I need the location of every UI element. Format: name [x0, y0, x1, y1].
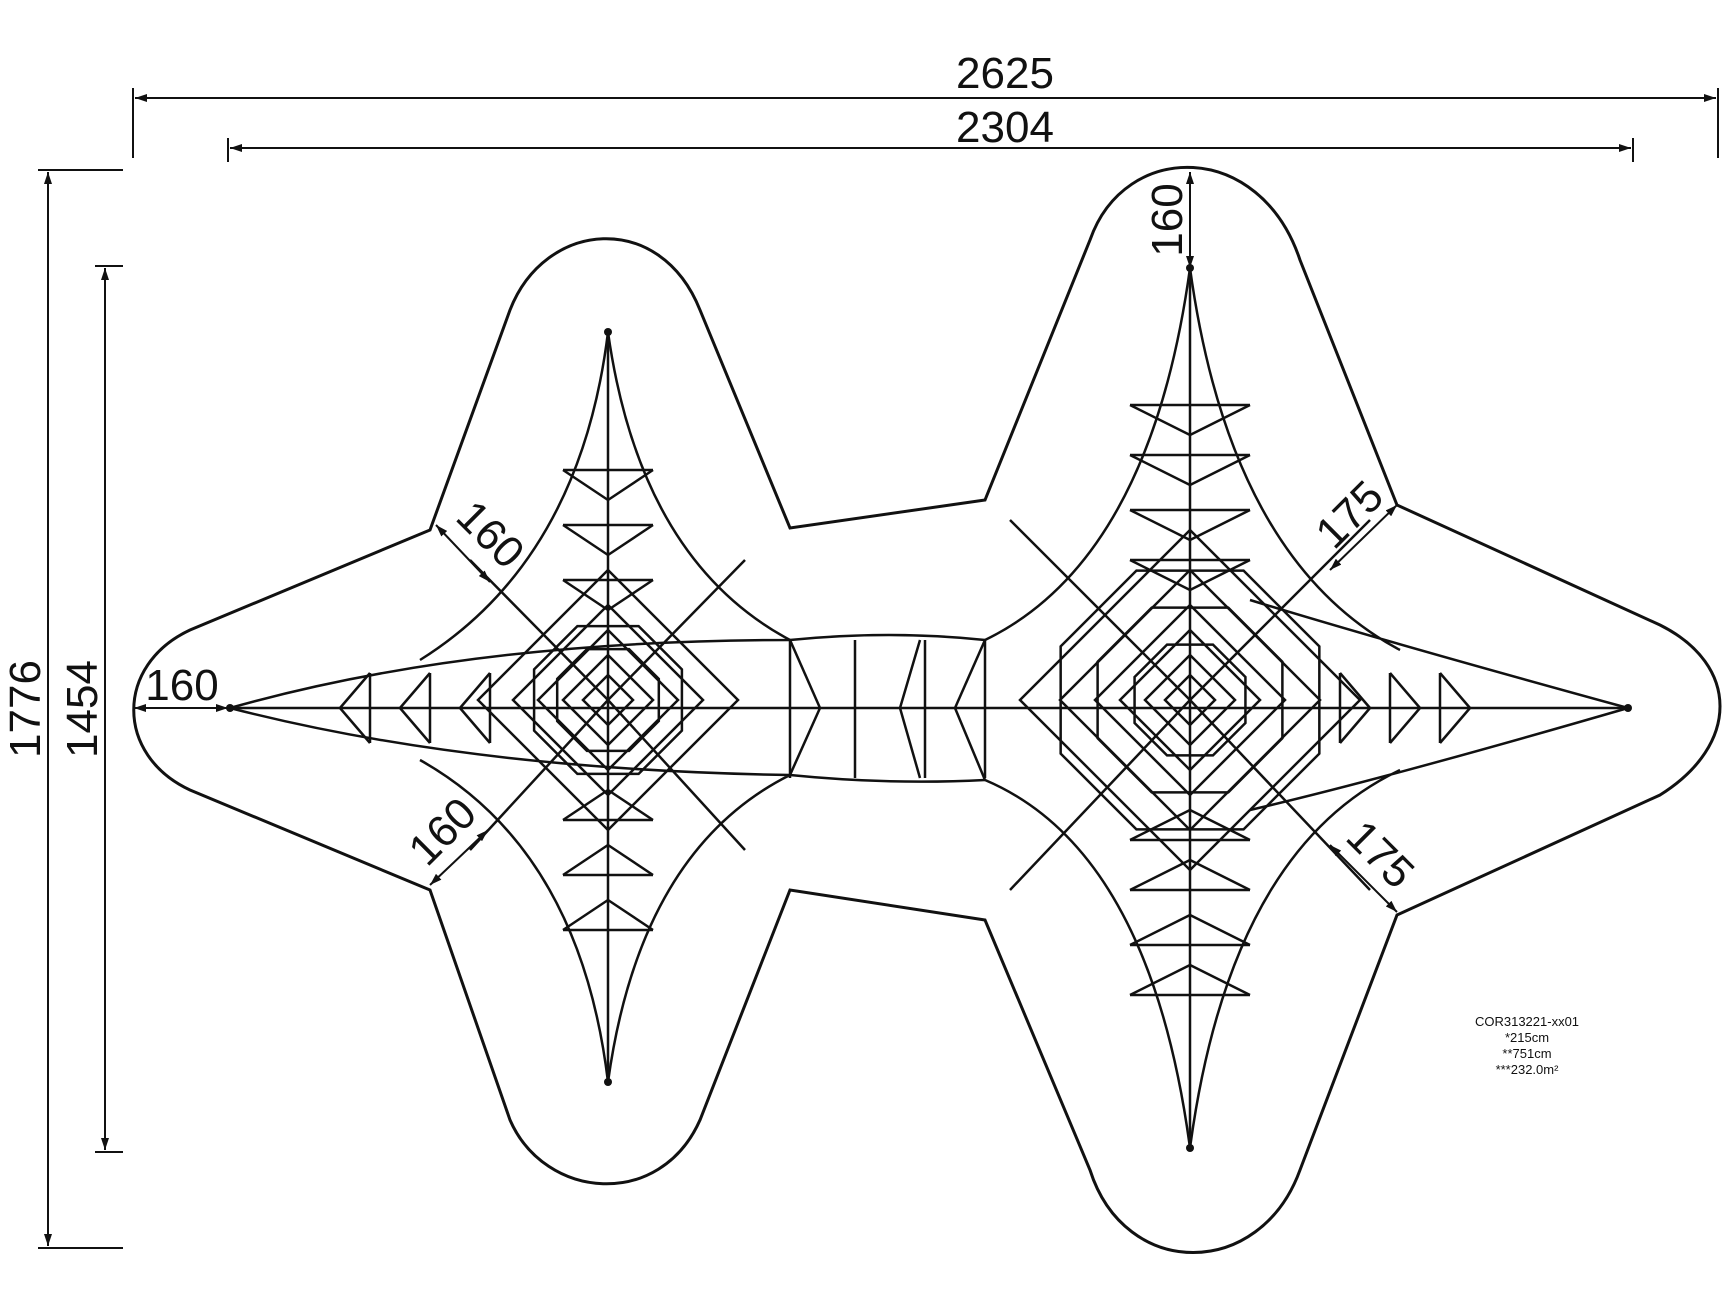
dim-overall-height: 1776: [1, 660, 50, 758]
anchor-point: [604, 1078, 612, 1086]
net-chevron: [607, 523, 654, 557]
net-chevron: [1339, 707, 1371, 744]
net-chevron: [1129, 403, 1191, 437]
net-chevron: [1189, 508, 1251, 542]
net-diamond: [511, 603, 705, 797]
net-diamond: [1118, 628, 1262, 772]
net-diamond: [476, 568, 740, 832]
dim-top-clearance: 160: [1143, 183, 1192, 256]
net-chevron: [1189, 963, 1251, 997]
net-chevron: [607, 843, 654, 877]
net-chevron: [1189, 913, 1251, 947]
net-chevron: [1129, 453, 1191, 487]
net-chevron: [1129, 808, 1191, 842]
product-area: ***232.0m²: [1496, 1062, 1560, 1077]
net-chevron: [1189, 453, 1251, 487]
net-chevron: [607, 578, 654, 612]
anchor-point: [1624, 704, 1632, 712]
net-diamond: [561, 653, 655, 747]
anchor-point: [1186, 1144, 1194, 1152]
dim-overall-width: 2625: [956, 49, 1054, 98]
net-bridge-rope: [788, 639, 822, 709]
net-radial-rope: [607, 699, 746, 851]
dim-upper-right-clearance: 175: [1306, 471, 1393, 558]
net-chevron: [1129, 913, 1191, 947]
net-octagon: [1059, 569, 1321, 831]
net-boundary-bridge: [789, 633, 986, 783]
net-chevron: [607, 788, 654, 822]
net-octagon: [1096, 606, 1284, 794]
rope-net-structure: [226, 264, 1632, 1152]
net-octagon: [555, 647, 661, 753]
net-octagon: [1133, 643, 1247, 757]
net-chevron: [562, 578, 609, 612]
dimension-lines: [38, 88, 1719, 1249]
net-chevron: [1439, 707, 1471, 744]
net-chevron: [562, 843, 609, 877]
net-diamond: [536, 628, 680, 772]
product-info: COR313221-xx01 *215cm **751cm ***232.0m²: [1475, 1014, 1579, 1077]
net-radial-rope: [469, 699, 609, 851]
net-chevron: [1129, 963, 1191, 997]
net-chevron: [339, 672, 371, 709]
net-diamond: [1163, 673, 1217, 727]
net-chevron: [399, 707, 431, 744]
net-chevron: [1129, 558, 1191, 592]
net-boundary-right: [984, 267, 1629, 1149]
net-chevron: [459, 707, 491, 744]
net-chevron: [562, 898, 609, 932]
net-chevron: [607, 898, 654, 932]
net-radial-rope: [607, 559, 746, 701]
net-radial-rope: [1189, 699, 1371, 891]
net-chevron: [339, 707, 371, 744]
net-boundary-left: [229, 331, 791, 1083]
net-bridge-rope: [898, 639, 922, 709]
anchor-point: [604, 328, 612, 336]
net-chevron: [1389, 707, 1421, 744]
net-bridge-rope: [953, 639, 987, 709]
dim-inner-width: 2304: [956, 103, 1054, 152]
net-chevron: [562, 523, 609, 557]
product-height: *215cm: [1505, 1030, 1549, 1045]
net-chevron: [1189, 808, 1251, 842]
net-diamond: [1093, 603, 1287, 797]
product-code: COR313221-xx01: [1475, 1014, 1579, 1029]
net-diamond: [1018, 528, 1362, 872]
net-chevron: [1189, 558, 1251, 592]
dim-left-tip-clearance: 160: [145, 661, 218, 710]
anchor-point: [226, 704, 234, 712]
net-chevron: [562, 468, 609, 502]
net-bridge-rope: [898, 707, 922, 779]
net-chevron: [562, 788, 609, 822]
net-chevron: [1189, 858, 1251, 892]
net-chevron: [1389, 672, 1421, 709]
net-diamond: [1143, 653, 1237, 747]
dim-lower-left-clearance: 160: [399, 788, 486, 875]
net-chevron: [1339, 672, 1371, 709]
safety-zone-outline: [132, 166, 1722, 1254]
net-chevron: [1439, 672, 1471, 709]
net-radial-rope: [1009, 699, 1191, 891]
net-diamond: [581, 673, 635, 727]
net-radial-rope: [469, 559, 609, 701]
net-chevron: [399, 672, 431, 709]
net-chevron: [1129, 508, 1191, 542]
product-length: **751cm: [1502, 1046, 1551, 1061]
net-chevron: [1129, 858, 1191, 892]
net-octagon: [532, 624, 684, 776]
net-chevron: [459, 672, 491, 709]
net-chevron: [607, 468, 654, 502]
net-chevron: [1189, 403, 1251, 437]
dim-upper-left-clearance: 160: [447, 491, 534, 578]
dim-lower-right-clearance: 175: [1337, 811, 1424, 898]
dim-inner-height: 1454: [58, 660, 107, 758]
net-bridge-rope: [953, 707, 987, 781]
net-bridge-rope: [788, 707, 822, 776]
net-radial-rope: [1009, 519, 1191, 701]
